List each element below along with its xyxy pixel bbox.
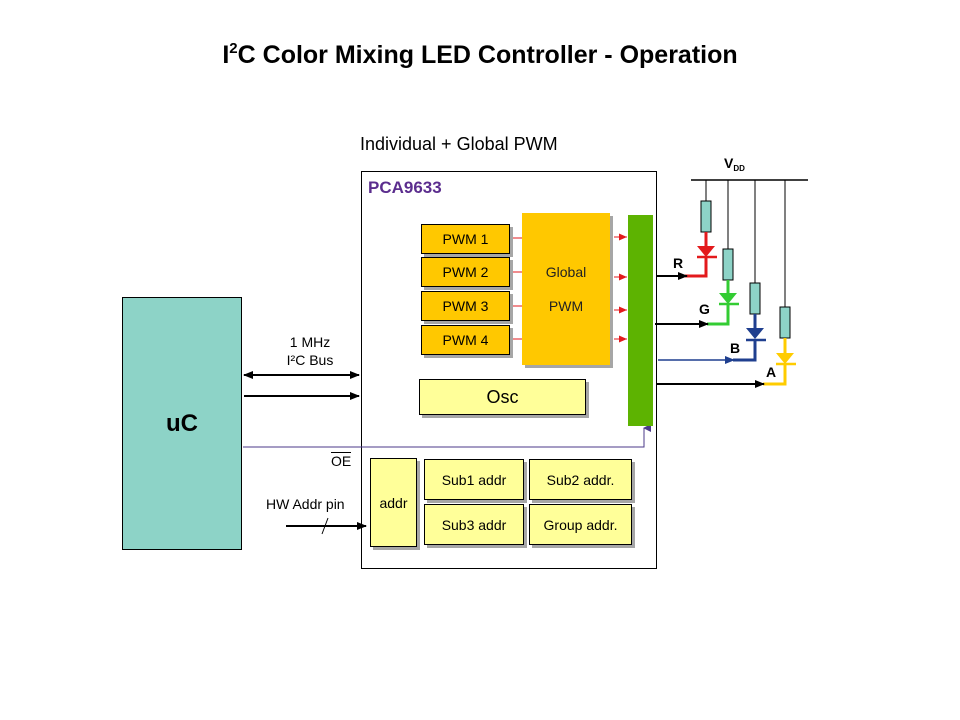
i2c-bus-label: 1 MHz I²C Bus [286,334,334,368]
pwm3-block: PWM 3 [421,291,510,321]
group-addr-block: Group addr. [529,504,632,545]
bus-slash [321,517,329,535]
resistor-a [779,306,791,339]
addr-block: addr [370,458,417,547]
oscillator-block: Osc [419,379,586,415]
microcontroller-block: uC [122,297,242,550]
slide-title: I2C Color Mixing LED Controller - Operat… [222,40,738,69]
pwm2-block: PWM 2 [421,257,510,287]
global-to-driver-arrows [614,233,627,343]
led-r [685,232,717,278]
pwm-to-global-lines [512,237,522,340]
resistor-b [749,282,761,315]
sub2-addr-block: Sub2 addr. [529,459,632,500]
led-label-a: A [766,364,777,380]
led-driver-bar [628,215,653,426]
oe-label: OE [331,452,352,469]
oe-line [243,424,651,448]
led-label-b: B [730,340,741,356]
pwm1-block: PWM 1 [421,224,510,254]
hw-addr-label: HW Addr pin [266,496,345,512]
resistor-g [722,248,734,281]
sub1-addr-block: Sub1 addr [424,459,524,500]
global-pwm-block: Global PWM [522,213,610,365]
vdd-label: VDD [724,155,745,173]
led-label-g: G [699,301,710,317]
led-a [763,338,796,386]
sub3-addr-block: Sub3 addr [424,504,524,545]
subtitle: Individual + Global PWM [360,134,558,154]
resistor-r [700,200,712,233]
led-g [707,280,739,326]
led-label-r: R [673,255,684,271]
led-b [733,314,766,362]
pwm4-block: PWM 4 [421,325,510,355]
chip-name: PCA9633 [368,178,442,197]
